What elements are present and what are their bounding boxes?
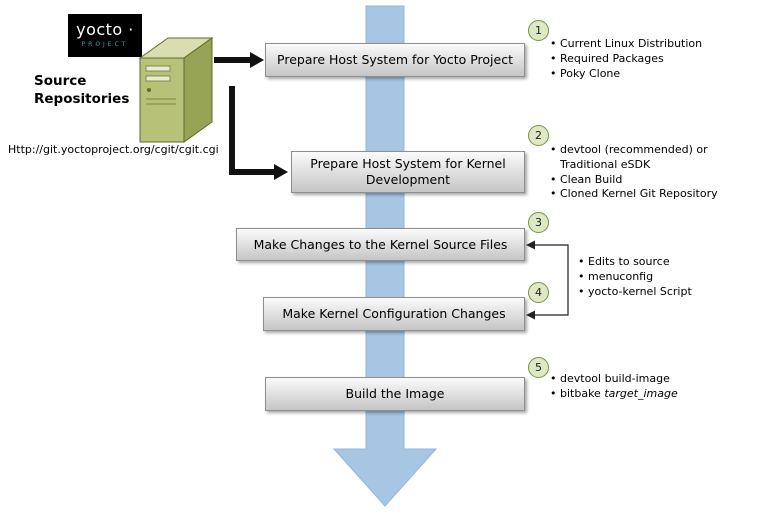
step-box-5-label: Build the Image xyxy=(345,386,445,402)
bullet-icon: • xyxy=(550,51,557,65)
list-item: • Cloned Kernel Git Repository xyxy=(550,187,765,202)
source-repositories-url: Http://git.yoctoproject.org/cgit/cgit.cg… xyxy=(8,143,219,156)
server-drive-slot-1 xyxy=(145,65,171,72)
server-vent-line-1 xyxy=(146,98,176,100)
list-item: • yocto-kernel Script xyxy=(578,285,763,300)
note-text: Poky Clone xyxy=(560,66,621,80)
step-number-4: 4 xyxy=(528,282,549,303)
note-text: devtool build-image xyxy=(560,372,670,385)
bracket-arrowhead-step3 xyxy=(526,240,535,250)
step-number-5: 5 xyxy=(528,357,549,378)
bullet-icon: • xyxy=(550,172,557,186)
bracket-arrowhead-step4 xyxy=(526,310,535,320)
step-number-3-text: 3 xyxy=(535,216,542,229)
bullet-icon: • xyxy=(550,66,557,80)
note-text: menuconfig xyxy=(588,269,654,283)
step-box-1-label: Prepare Host System for Yocto Project xyxy=(277,52,513,68)
step-box-3-label: Make Changes to the Kernel Source Files xyxy=(253,236,508,252)
server-to-step1-arrowhead xyxy=(250,52,264,68)
yocto-logo: yocto · PROJECT xyxy=(68,14,142,57)
server-to-step2-arrowhead xyxy=(274,164,288,180)
yocto-project-text: PROJECT xyxy=(81,41,129,48)
step-box-2-label: Prepare Host System for Kernel Developme… xyxy=(310,156,506,187)
step-number-2-text: 2 xyxy=(535,129,542,142)
note-text: Cloned Kernel Git Repository xyxy=(560,187,718,201)
note-text-prefix: bitbake xyxy=(560,386,605,400)
step2-notes: • devtool (recommended) or Traditional e… xyxy=(550,143,765,202)
steps-3-4-bracket xyxy=(534,244,569,316)
note-text: devtool (recommended) or Traditional eSD… xyxy=(560,143,708,171)
list-item: • Poky Clone xyxy=(550,67,765,82)
yocto-wordmark-text: yocto xyxy=(76,20,123,39)
list-item: • Edits to source xyxy=(578,255,763,270)
server-icon xyxy=(138,37,214,143)
note-text: Edits to source xyxy=(588,255,670,268)
steps-3-4-notes: • Edits to source • menuconfig • yocto-k… xyxy=(578,255,763,299)
note-text: Required Packages xyxy=(560,51,664,65)
yocto-logo-dot: · xyxy=(122,20,134,39)
source-repositories-label: Source Repositories xyxy=(34,73,130,108)
note-text: yocto-kernel Script xyxy=(588,284,692,298)
step-number-1: 1 xyxy=(528,20,549,41)
step-number-3: 3 xyxy=(528,212,549,233)
bullet-icon: • xyxy=(550,37,557,50)
server-to-step2-arrow xyxy=(229,86,274,175)
list-item: • devtool (recommended) or Traditional e… xyxy=(550,143,765,173)
step-box-5: Build the Image xyxy=(265,377,525,411)
bullet-icon: • xyxy=(550,372,557,385)
bullet-icon: • xyxy=(578,269,585,283)
step1-notes: • Current Linux Distribution • Required … xyxy=(550,37,765,81)
yocto-wordmark: yocto · xyxy=(68,22,142,38)
list-item: • bitbake target_image xyxy=(550,387,765,402)
step-box-4-label: Make Kernel Configuration Changes xyxy=(282,306,506,322)
step-number-1-text: 1 xyxy=(535,24,542,37)
bullet-icon: • xyxy=(550,143,557,156)
step-number-4-text: 4 xyxy=(535,286,542,299)
note-text: bitbake target_image xyxy=(560,387,678,402)
step-box-2: Prepare Host System for Kernel Developme… xyxy=(291,151,525,193)
list-item: • devtool build-image xyxy=(550,372,765,387)
list-item: • Current Linux Distribution xyxy=(550,37,765,52)
list-item: • Clean Build xyxy=(550,173,765,188)
bullet-icon: • xyxy=(550,187,557,201)
step5-notes: • devtool build-image • bitbake target_i… xyxy=(550,372,765,402)
list-item: • Required Packages xyxy=(550,52,765,67)
server-drive-slot-2 xyxy=(145,75,171,82)
step-box-3: Make Changes to the Kernel Source Files xyxy=(236,228,525,261)
note-text: Current Linux Distribution xyxy=(560,37,703,50)
note-text: Clean Build xyxy=(560,172,623,186)
step-number-5-text: 5 xyxy=(535,361,542,374)
step-number-2: 2 xyxy=(528,125,549,146)
bullet-icon: • xyxy=(578,284,585,298)
step-box-4: Make Kernel Configuration Changes xyxy=(263,297,525,331)
list-item: • menuconfig xyxy=(578,270,763,285)
step-box-1: Prepare Host System for Yocto Project xyxy=(265,43,525,77)
bullet-icon: • xyxy=(578,255,585,268)
server-vent-line-2 xyxy=(146,103,176,105)
bullet-icon: • xyxy=(550,386,557,400)
note-text-arg: target_image xyxy=(604,386,678,400)
server-power-button xyxy=(147,88,151,92)
